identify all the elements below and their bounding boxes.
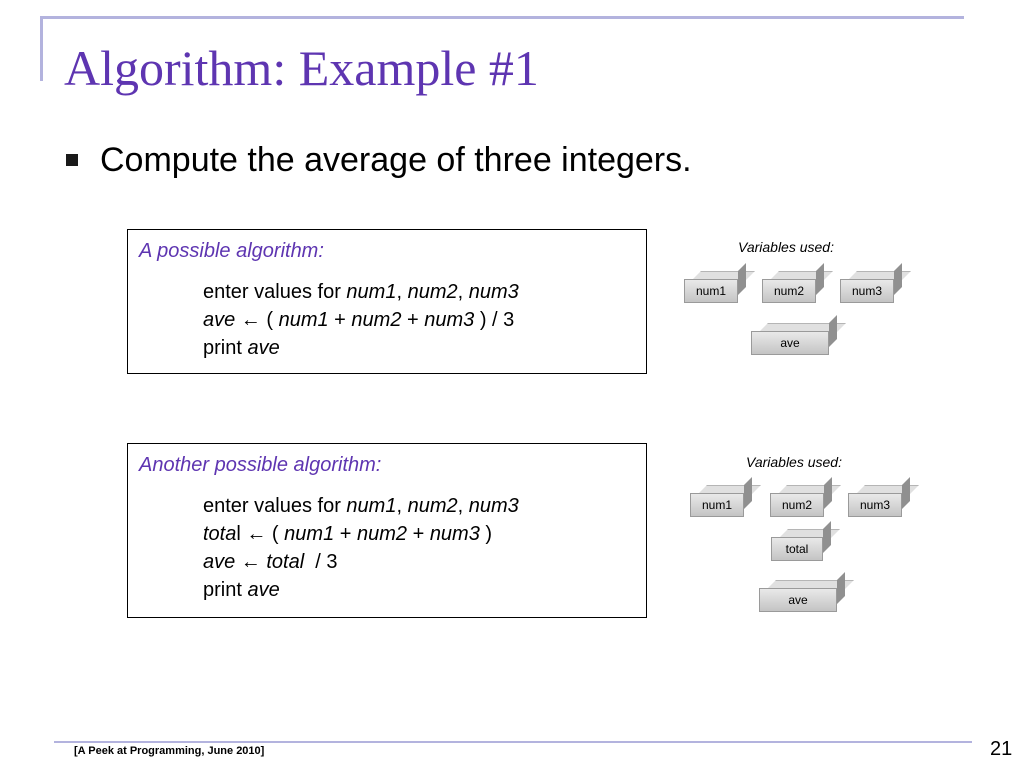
- variable-block-num1: num1: [690, 477, 761, 517]
- variable-block-total: total: [771, 521, 840, 561]
- variable-block-num2: num2: [762, 263, 833, 303]
- algo-line-print: print ave: [203, 579, 280, 601]
- algo-line-compute: ave ← ( num1 + num2 + num3 ) / 3: [203, 309, 515, 331]
- algo-line-input: enter values for num1, num2, num3: [203, 281, 519, 303]
- variable-block-num1: num1: [684, 263, 755, 303]
- algo-line-total: total ← ( num1 + num2 + num3 ): [203, 523, 493, 545]
- variable-block-ave: ave: [751, 315, 846, 355]
- algorithm-lines: enter values for num1, num2, num3 ave ← …: [203, 278, 519, 362]
- page-number: 21: [990, 738, 1013, 760]
- algorithm-heading: A possible algorithm:: [139, 240, 324, 262]
- left-decoration-line: [40, 16, 43, 81]
- variable-block-num3: num3: [840, 263, 911, 303]
- algo-line-print: print ave: [203, 337, 280, 359]
- top-decoration-line: [40, 16, 964, 19]
- variable-block-ave: ave: [759, 572, 854, 612]
- variable-block-num3: num3: [848, 477, 919, 517]
- square-bullet-icon: [66, 154, 78, 166]
- algorithm-heading: Another possible algorithm:: [139, 454, 382, 476]
- variables-used-label: Variables used:: [746, 454, 842, 470]
- algorithm-box-2: Another possible algorithm: enter values…: [127, 443, 647, 618]
- algo-line-average: ave ← total / 3: [203, 551, 338, 573]
- algorithm-lines: enter values for num1, num2, num3 total …: [203, 492, 519, 604]
- algorithm-box-1: A possible algorithm: enter values for n…: [127, 229, 647, 374]
- algo-line-input: enter values for num1, num2, num3: [203, 495, 519, 517]
- slide-title: Algorithm: Example #1: [64, 40, 539, 96]
- footer-divider: [54, 741, 972, 743]
- footer-source: [A Peek at Programming, June 2010]: [74, 745, 265, 757]
- variables-used-label: Variables used:: [738, 239, 834, 255]
- variable-block-num2: num2: [770, 477, 841, 517]
- bullet-item: Compute the average of three integers.: [66, 140, 692, 180]
- bullet-text: Compute the average of three integers.: [100, 141, 692, 179]
